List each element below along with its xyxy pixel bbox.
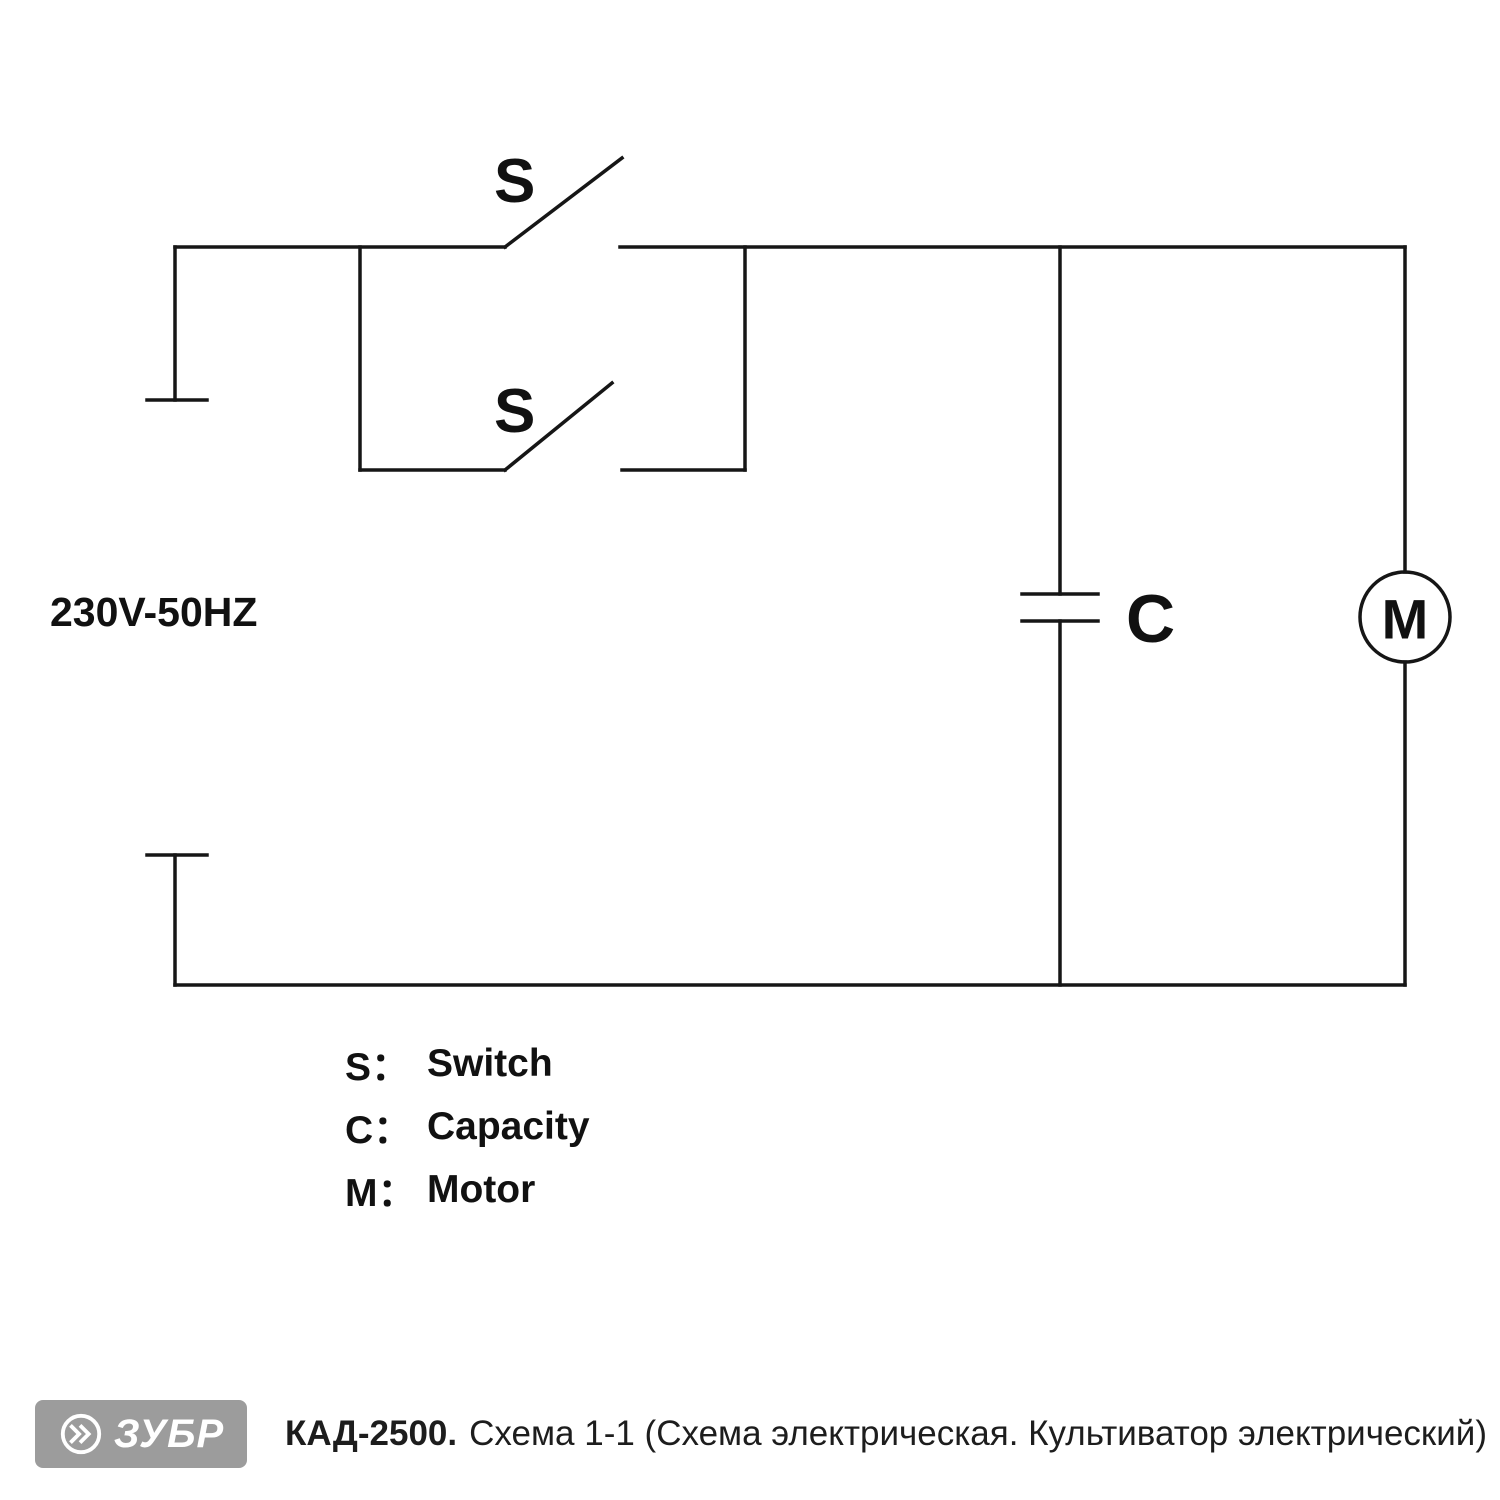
switch-bottom-label: S	[494, 377, 535, 446]
switch-top-label: S	[494, 147, 535, 216]
switch-bottom-branch: S	[358, 245, 747, 473]
footer: ЗУБР КАД-2500. Схема 1-1 (Схема электриче…	[35, 1400, 1487, 1468]
zubr-brand-logo: ЗУБР	[35, 1400, 247, 1468]
motor-label: M	[1382, 588, 1429, 651]
source-voltage-label: 230V-50HZ	[50, 589, 257, 635]
figure-caption: КАД-2500. Схема 1-1 (Схема электрическая.…	[285, 1414, 1487, 1454]
legend-row-motor: M： Motor	[345, 1158, 590, 1221]
switch-bottom-blade	[502, 380, 615, 473]
motor: M	[1358, 245, 1452, 987]
capacitor-label: C	[1126, 581, 1175, 657]
legend-meaning: Motor	[427, 1167, 536, 1211]
power-source: 230V-50HZ	[50, 245, 257, 987]
legend-symbol: S：	[345, 1045, 411, 1089]
legend: S： Switch C： Capacity M： Motor	[345, 1032, 590, 1221]
caption-text: Схема 1-1 (Схема электрическая. Культива…	[469, 1414, 1487, 1453]
switch-top: S	[494, 147, 625, 250]
model-number: КАД-2500.	[285, 1414, 458, 1453]
capacitor: C	[1020, 245, 1175, 987]
legend-row-switch: S： Switch	[345, 1032, 590, 1095]
legend-meaning: Capacity	[427, 1104, 590, 1148]
zubr-logo-icon	[60, 1413, 101, 1455]
switch-top-blade	[502, 155, 625, 250]
logo-text: ЗУБР	[113, 1411, 225, 1456]
legend-symbol: C：	[345, 1108, 413, 1152]
legend-symbol: M：	[345, 1171, 417, 1215]
wires	[173, 245, 1407, 987]
legend-meaning: Switch	[427, 1041, 553, 1085]
circuit-diagram: 230V-50HZ S S C M	[50, 147, 1452, 987]
legend-row-capacity: C： Capacity	[345, 1095, 590, 1158]
